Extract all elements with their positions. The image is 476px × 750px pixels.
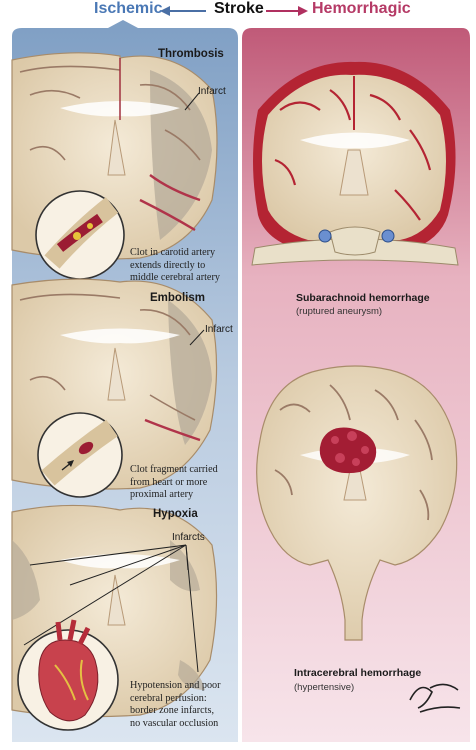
right-arrow: [266, 6, 308, 16]
artist-signature: [409, 683, 461, 713]
thrombosis-brain: [11, 52, 218, 280]
embolism-infarct-pointer: [189, 329, 205, 346]
hemorrhagic-heading: Hemorrhagic: [312, 0, 411, 17]
stroke-heading: Stroke: [214, 0, 264, 17]
ischemic-heading: Ischemic: [94, 0, 163, 17]
embolism-title: Embolism: [150, 292, 205, 304]
left-arrow: [160, 6, 206, 16]
subarachnoid-brain: [251, 61, 459, 266]
intracerebral-brain: [256, 365, 458, 641]
thrombosis-infarct-pointer: [184, 92, 200, 111]
thrombosis-caption: Clot in carotid artery extends directly …: [130, 247, 220, 283]
intracerebral-subtitle: (hypertensive): [294, 682, 355, 693]
embolism-infarct-label: Infarct: [205, 324, 233, 335]
hypoxia-brain: [11, 504, 218, 731]
embolism-brain: [11, 278, 218, 498]
intracerebral-title: Intracerebral hemorrhage: [294, 667, 422, 679]
thrombosis-title: Thrombosis: [158, 48, 224, 60]
hypoxia-title: Hypoxia: [153, 508, 198, 520]
embolism-caption: Clot fragment carried from heart or more…: [130, 464, 218, 500]
hypoxia-infarcts-label: Infarcts: [172, 532, 205, 543]
subarachnoid-title: Subarachnoid hemorrhage: [296, 292, 430, 304]
thrombosis-infarct-label: Infarct: [198, 86, 226, 97]
hypoxia-caption: Hypotension and poor cerebral perfusion:…: [130, 680, 221, 729]
subarachnoid-subtitle: (ruptured aneurysm): [296, 306, 383, 317]
